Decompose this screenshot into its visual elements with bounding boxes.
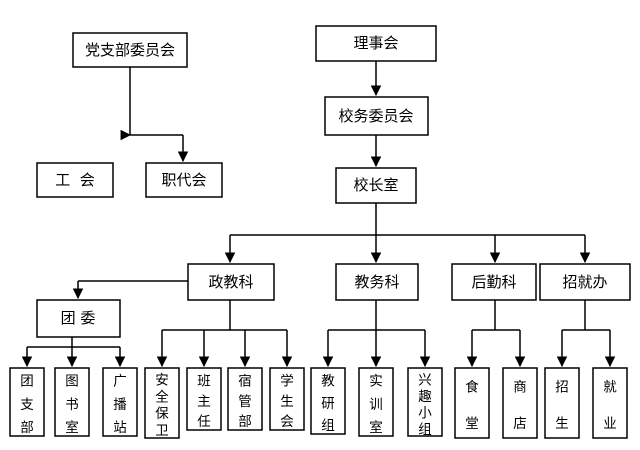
node-student-union-label: 学生会 [280,374,294,431]
node-enrollment: 招就办 [539,263,631,301]
node-class-teacher: 班主任 [186,367,222,431]
node-logistics-label: 后勤科 [471,273,516,291]
node-party: 党支部委员会 [72,32,188,68]
node-school-committee-label: 校务委员会 [338,107,413,125]
node-employment: 就业 [592,367,628,439]
node-congress-label: 职代会 [161,171,206,189]
node-enrollment-label: 招就办 [562,273,607,291]
node-logistics: 后勤科 [451,263,537,301]
node-politics: 政教科 [187,263,275,301]
node-congress: 职代会 [145,162,223,198]
node-academic: 教务科 [335,263,419,301]
node-teaching-research-label: 教研组 [321,374,335,435]
node-canteen: 食堂 [454,367,490,439]
node-admissions-label: 招生 [555,380,569,433]
node-board-label: 理事会 [353,34,398,52]
node-board: 理事会 [315,25,437,62]
node-store: 商店 [502,367,538,439]
node-politics-label: 政教科 [208,273,253,291]
node-party-label: 党支部委员会 [85,41,175,59]
node-security-label: 安全保卫 [155,373,169,440]
node-broadcast: 广播站 [102,367,138,437]
node-admissions: 招生 [544,367,580,439]
node-youth-league-label: 团 委 [61,309,96,327]
node-class-teacher-label: 班主任 [197,374,211,431]
node-dorm: 宿管部 [227,367,263,431]
node-employment-label: 就业 [603,380,617,433]
node-interest-group-label: 兴趣小组 [418,373,432,439]
node-principal-office: 校长室 [335,167,417,204]
node-broadcast-label: 广播站 [113,374,127,437]
node-library-label: 图书室 [65,374,79,437]
node-league-branch-label: 团支部 [20,374,34,437]
node-principal-office-label: 校长室 [353,176,398,194]
node-teaching-research: 教研组 [310,367,346,435]
node-store-label: 商店 [513,380,527,433]
node-training-room: 实训室 [358,367,394,437]
node-dorm-label: 宿管部 [238,373,252,431]
node-training-room-label: 实训室 [369,374,383,437]
node-library: 图书室 [54,367,90,437]
node-security: 安全保卫 [144,367,180,440]
node-youth-league: 团 委 [36,299,121,338]
node-school-committee: 校务委员会 [324,96,429,136]
node-academic-label: 教务科 [354,273,399,291]
node-interest-group: 兴趣小组 [407,367,443,439]
connector-lines [21,61,616,368]
node-league-branch: 团支部 [9,367,45,437]
node-union-label: 工 会 [55,171,95,189]
node-student-union: 学生会 [269,367,305,431]
node-union: 工 会 [36,162,114,198]
node-canteen-label: 食堂 [465,379,479,433]
